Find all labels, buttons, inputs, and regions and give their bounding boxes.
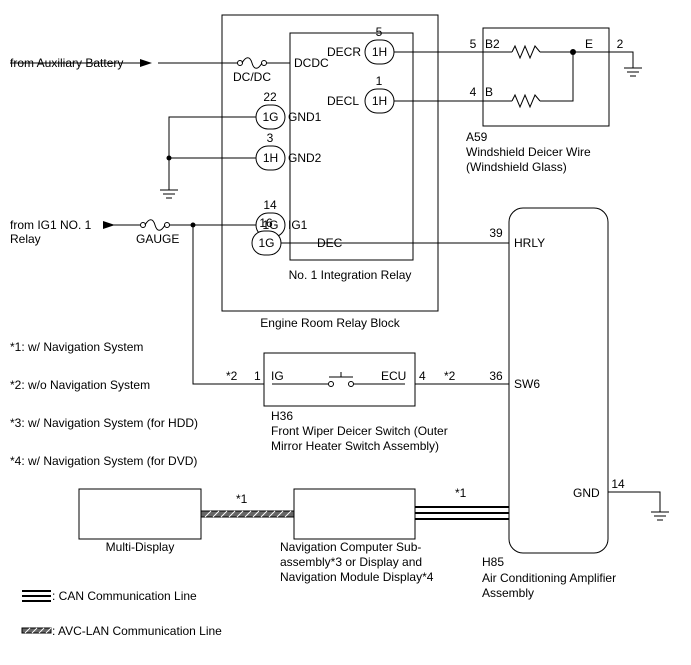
pin-number-b2: 5: [470, 37, 477, 51]
ground-icon: [651, 511, 669, 521]
legend-can-label: : CAN Communication Line: [52, 589, 197, 603]
switch-contact-icon: [328, 372, 354, 387]
legend-avc-swatch: [21, 627, 52, 634]
pin-number-sw6: 36: [489, 369, 503, 383]
connector-dec: 1G: [258, 236, 274, 250]
pin-number-gnd: 14: [611, 477, 625, 491]
nav-computer-box: [293, 488, 416, 540]
pin-number-decr: 5: [376, 25, 383, 39]
connector-pill: [251, 230, 282, 256]
note-1: *1: w/ Navigation System: [10, 340, 143, 354]
pin-ig1: IG1: [288, 218, 308, 232]
source-aux-battery: from Auxiliary Battery: [10, 56, 123, 70]
can-bus-mark: *1: [455, 486, 467, 500]
pin-e: E: [585, 37, 593, 51]
amplifier-code: H85: [482, 555, 504, 569]
integration-relay-box: [289, 32, 414, 261]
nav-computer-name-line2: assembly*3 or Display and: [280, 555, 422, 569]
amplifier-name-line1: Air Conditioning Amplifier: [482, 571, 616, 585]
fuse-gauge-label: GAUGE: [136, 232, 179, 246]
pin-number-ig: 1: [254, 369, 261, 383]
pin-number-gnd2: 3: [267, 131, 274, 145]
multi-display-label: Multi-Display: [106, 540, 175, 554]
pin-number-e: 2: [617, 37, 624, 51]
connector-gnd1: 1G: [262, 110, 278, 124]
legend-can-swatch: [22, 590, 51, 602]
connector-pill: [364, 39, 395, 65]
ground-icon: [624, 67, 642, 77]
connector-decr: 1H: [372, 45, 387, 59]
source-ig1-line1: from IG1 NO. 1: [10, 218, 92, 232]
pin-number-dec: 16: [259, 216, 273, 230]
fuse-dcdc-label: DC/DC: [233, 70, 271, 84]
multi-display-box: [78, 488, 202, 540]
connector-decl: 1H: [372, 94, 387, 108]
avc-bus-mark: *1: [236, 492, 248, 506]
arrow-right-icon: [103, 221, 115, 229]
amplifier-name-line2: Assembly: [482, 586, 534, 600]
legend-avc-label: : AVC-LAN Communication Line: [52, 624, 222, 638]
note-4: *4: w/ Navigation System (for DVD): [10, 454, 197, 468]
pin-number-gnd1: 22: [263, 90, 277, 104]
fuse-icon: [140, 219, 170, 231]
junction-dot: [190, 222, 196, 228]
connector-gnd2: 1H: [263, 151, 278, 165]
connector-pill: [255, 145, 286, 171]
resistor-icon: [511, 44, 541, 60]
switch-mark-right: *2: [444, 369, 456, 383]
pin-decl: DECL: [327, 94, 359, 108]
resistor-icon: [511, 93, 541, 109]
fuse-icon: [237, 57, 267, 69]
pin-dcdc: DCDC: [294, 56, 329, 70]
junction-dot: [166, 155, 172, 161]
note-3: *3: w/ Navigation System (for HDD): [10, 416, 198, 430]
avc-lan-hatch: [204, 510, 292, 518]
amplifier-box: [508, 207, 609, 554]
pin-dec: DEC: [317, 236, 343, 250]
deicer-wire-name-line2: (Windshield Glass): [466, 160, 567, 174]
ground-icon: [160, 189, 178, 199]
pin-number-ecu: 4: [419, 369, 426, 383]
pin-ig: IG: [271, 369, 284, 383]
note-2: *2: w/o Navigation System: [10, 378, 150, 392]
deicer-wire-name-line1: Windshield Deicer Wire: [466, 145, 591, 159]
switch-name-line2: Mirror Heater Switch Assembly): [271, 439, 439, 453]
wires: [10, 51, 661, 512]
pin-number-b: 4: [470, 85, 477, 99]
connector-pill: [364, 88, 395, 114]
pin-gnd2: GND2: [288, 151, 322, 165]
pin-gnd: GND: [573, 486, 600, 500]
can-line: [415, 506, 509, 520]
switch-mark-left: *2: [226, 369, 238, 383]
relay-block-box: [221, 14, 439, 312]
deicer-wire-box: [482, 27, 610, 127]
junction-dot: [570, 49, 576, 55]
integration-relay-title: No. 1 Integration Relay: [289, 268, 412, 282]
switch-name-line1: Front Wiper Deicer Switch (Outer: [271, 424, 448, 438]
nav-computer-name-line1: Navigation Computer Sub-: [280, 540, 421, 554]
nav-computer-name-line3: Navigation Module Display*4: [280, 570, 434, 584]
switch-box: [263, 352, 416, 407]
deicer-wire-code: A59: [466, 130, 488, 144]
pin-sw6: SW6: [514, 377, 540, 391]
pin-ecu: ECU: [381, 369, 406, 383]
pin-b: B: [485, 85, 493, 99]
pin-number-decl: 1: [376, 74, 383, 88]
pin-hrly: HRLY: [514, 236, 545, 250]
pin-number-ig1: 14: [263, 198, 277, 212]
pin-b2: B2: [485, 37, 500, 51]
pin-gnd1: GND1: [288, 110, 322, 124]
switch-code: H36: [271, 409, 293, 423]
connector-ig1: 1G: [262, 218, 278, 232]
relay-block-title: Engine Room Relay Block: [260, 316, 400, 330]
connector-pill: [255, 104, 286, 130]
source-ig1-line2: Relay: [10, 232, 41, 246]
pin-decr: DECR: [327, 45, 361, 59]
pin-number-hrly: 39: [489, 226, 503, 240]
arrow-right-icon: [140, 59, 152, 67]
